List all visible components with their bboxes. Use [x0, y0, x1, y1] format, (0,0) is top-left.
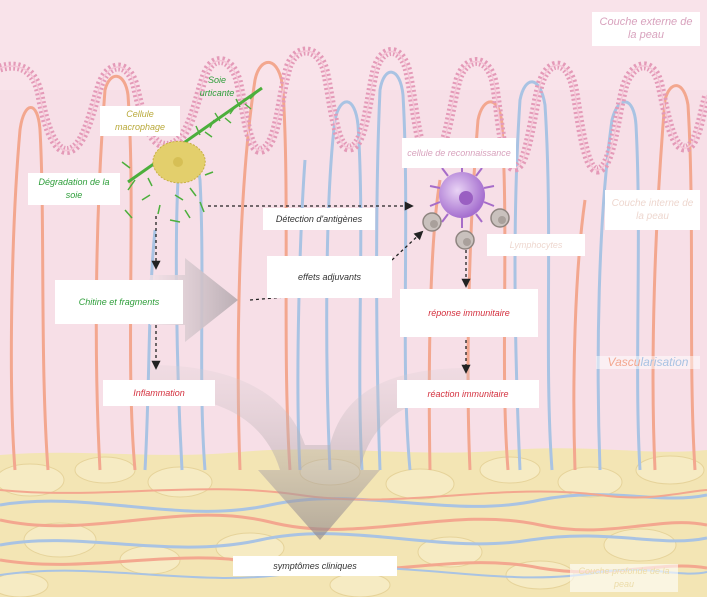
label-chitin: Chitine et fragments: [55, 280, 183, 324]
label-inflammation: Inflammation: [103, 380, 215, 406]
label-outer-layer: Couche externe de la peau: [592, 12, 700, 46]
macrophage-cell-icon: [152, 141, 206, 184]
label-antigen-detection: Détection d'antigènes: [263, 208, 375, 230]
lymphocyte-icons: [422, 208, 510, 250]
silk-hair-icon: [127, 86, 263, 184]
label-immune-response: réponse immunitaire: [400, 289, 538, 337]
label-vasc-part-b: larisation: [640, 355, 689, 369]
convergence-arrow: [150, 365, 470, 540]
label-lymphocytes: Lymphocytes: [487, 234, 585, 256]
label-silk: Soie urticante: [199, 75, 235, 98]
label-adjuvant: effets adjuvants: [267, 256, 392, 298]
label-immune-reaction: réaction immunitaire: [397, 380, 539, 408]
label-clinical-symptoms: symptômes cliniques: [233, 556, 397, 576]
label-recognition-cell: cellule de reconnaissance: [402, 138, 516, 168]
label-vasc-part-a: Vascu: [607, 355, 641, 369]
label-inner-layer: Couche interne de la peau: [605, 190, 700, 230]
label-degradation: Dégradation de la soie: [28, 173, 120, 205]
silk-fragments: [121, 161, 214, 223]
label-macrophage: Cellule macrophage: [100, 106, 180, 136]
label-deep-layer: Couche profonde de la peau: [570, 564, 678, 592]
label-vascularisation: Vascularisation: [596, 356, 700, 369]
